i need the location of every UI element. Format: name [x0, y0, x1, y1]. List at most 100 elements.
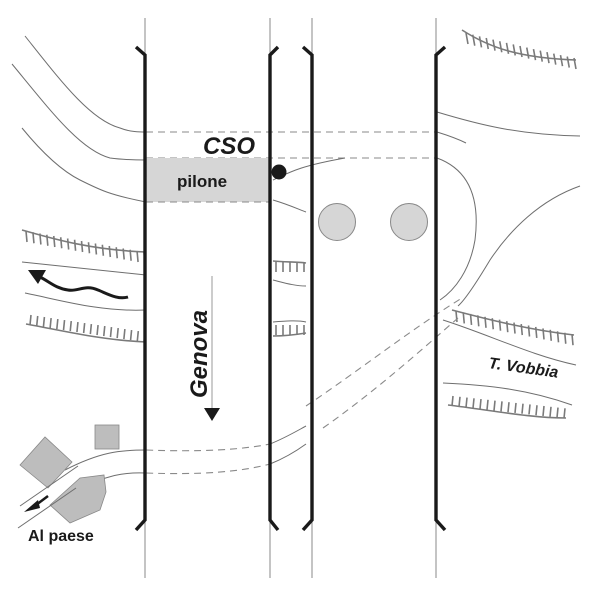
- bank-hatch-tick: [80, 240, 84, 253]
- bank-hatch-tick: [559, 54, 564, 67]
- bank-hatch-tick: [462, 312, 466, 324]
- bank-hatch-tick: [484, 316, 487, 328]
- bank-hatch-tick: [521, 403, 524, 414]
- bank-hatch-tick: [472, 398, 475, 409]
- pilone-area: [146, 158, 270, 202]
- bank-hatch-tick: [478, 36, 483, 48]
- bank-hatch-tick: [465, 397, 468, 408]
- bank-hatch-tick: [527, 325, 531, 337]
- bank-hatch-tick: [486, 399, 489, 410]
- bank-hatch-tick: [520, 323, 524, 336]
- bank-hatch-tick: [525, 47, 530, 59]
- bank-hatch-tick: [136, 331, 140, 342]
- bank-hatch-tick: [505, 42, 510, 54]
- terrain-lines-top-left: [11, 35, 147, 203]
- bank-hatch-tick: [513, 322, 516, 334]
- bank-hatch-tick: [69, 320, 73, 332]
- pillar-right: [390, 203, 428, 241]
- bank-hatch-tick: [498, 41, 503, 53]
- bank-hatch-tick: [542, 328, 545, 340]
- bank-hatch-tick: [35, 315, 39, 327]
- bank-hatch-tick: [116, 327, 119, 339]
- bank-hatch-tick: [542, 405, 545, 417]
- bank-hatch-tick: [122, 248, 125, 260]
- bank-hatch-tick: [476, 315, 480, 327]
- bank-left-lower: [25, 314, 147, 343]
- bank-hatch-tick: [507, 402, 510, 413]
- river-left-edge-upper: [21, 261, 147, 276]
- bank-hatch-tick: [549, 329, 553, 341]
- bank-hatch-tick: [556, 407, 559, 418]
- building-3: [49, 474, 107, 524]
- bank-hatch-tick: [539, 50, 544, 62]
- genova-label: Genova: [186, 310, 213, 398]
- bank-hatch-tick: [73, 239, 77, 251]
- bank-hatch-tick: [563, 408, 566, 419]
- bank-hatch-tick: [136, 250, 139, 263]
- bank-hatch-tick: [492, 39, 496, 51]
- bank-top-right: [461, 29, 577, 70]
- bank-hatch-tick: [109, 326, 113, 338]
- bank-hatch-tick: [32, 232, 35, 244]
- bank-hatch-tick: [556, 331, 560, 343]
- bank-hatch-tick: [465, 32, 469, 45]
- pillar-left: [318, 203, 356, 241]
- bank-hatch-tick: [498, 319, 502, 331]
- bank-hatch-tick: [42, 316, 46, 328]
- bank-hatch-tick: [39, 233, 42, 245]
- bank-hatch-tick: [571, 334, 574, 346]
- bank-hatch-tick: [102, 325, 106, 337]
- bank-hatch-tick: [123, 329, 126, 340]
- bank-right-upper: [451, 309, 575, 346]
- bank-left-upper: [21, 229, 147, 264]
- river-right-edge-upper: [442, 319, 577, 366]
- pier-axes: [144, 18, 437, 578]
- bank-hatch-tick: [534, 326, 538, 339]
- river-right-edge-lower: [442, 382, 573, 406]
- bank-hatch-tick: [519, 45, 523, 58]
- genova-direction-arrow-icon: [204, 276, 220, 421]
- river-left-edge-lower: [24, 292, 147, 311]
- bank-hatch-tick: [62, 319, 66, 331]
- bank-hatch-tick: [25, 230, 28, 243]
- vobbia-label: T. Vobbia: [487, 355, 559, 382]
- pier-2: [268, 45, 280, 532]
- bank-hatch-tick: [29, 314, 32, 326]
- bank-hatch-tick: [549, 406, 552, 417]
- river-flow-arrow-icon: [28, 270, 129, 300]
- bank-hatch-tick: [532, 48, 537, 61]
- bank-hatch-tick: [82, 322, 86, 334]
- bank-hatch-tick: [56, 318, 59, 330]
- bank-hatch-tick: [563, 332, 567, 344]
- bank-hatch-tick: [458, 396, 461, 407]
- pier-3: [301, 45, 314, 532]
- bank-hatch-tick: [500, 401, 503, 412]
- village-direction-arrow-icon: [24, 495, 49, 512]
- bank-hatch-tick: [528, 404, 531, 415]
- bank-hatch-tick: [491, 318, 495, 330]
- pier-4: [434, 45, 447, 532]
- bank-hatch-tick: [101, 244, 105, 256]
- building-1: [94, 424, 120, 450]
- bank-hatch-tick: [546, 51, 550, 64]
- building-2: [19, 436, 73, 489]
- bank-hatch-tick: [535, 405, 538, 416]
- bank-hatch-tick: [46, 234, 49, 246]
- bank-hatch-tick: [552, 53, 557, 65]
- bank-hatch-tick: [129, 249, 132, 261]
- pilone-label: pilone: [177, 172, 227, 191]
- bank-hatch-tick: [469, 313, 473, 325]
- cso-point-marker: [271, 164, 287, 180]
- bank-hatch-tick: [108, 245, 112, 258]
- bank-hatch-tick: [76, 321, 79, 333]
- bank-right-lower: [447, 395, 567, 419]
- bank-hatch-tick: [66, 238, 70, 250]
- bank-hatch-tick: [505, 321, 509, 333]
- bank-hatch-tick: [451, 395, 454, 407]
- bank-hatch-tick: [471, 34, 476, 46]
- bank-hatch-tick: [115, 247, 119, 259]
- bank-hatch-tick: [89, 323, 93, 335]
- bank-hatch-tick: [566, 56, 571, 68]
